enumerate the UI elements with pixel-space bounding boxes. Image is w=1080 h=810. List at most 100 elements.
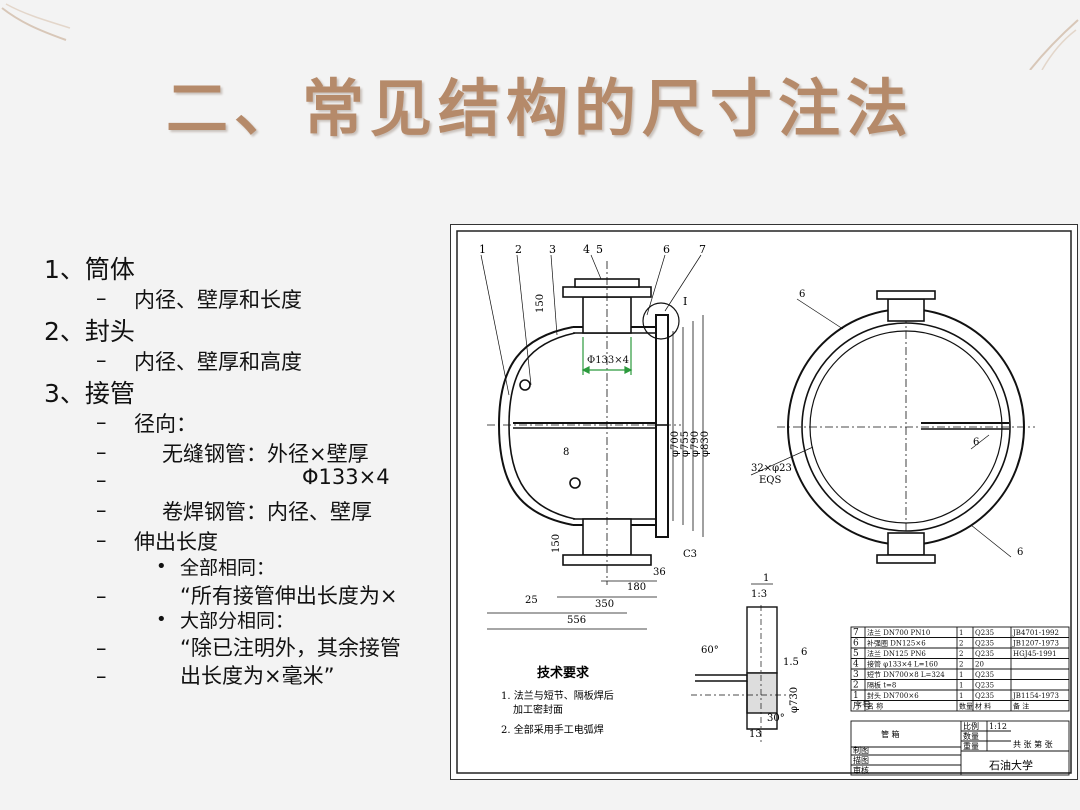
dash-marker: –	[96, 440, 107, 464]
dash-marker: –	[96, 498, 107, 522]
dash-marker: –	[96, 664, 107, 688]
leader-7: 7	[699, 243, 706, 256]
bom-cell: HGJ45-1991	[1013, 650, 1057, 658]
dash-marker: –	[96, 636, 107, 660]
bom-cell: 封头 DN700×6	[867, 691, 919, 700]
dim-150-bottom: 150	[551, 534, 562, 553]
dim-c3: C3	[683, 549, 697, 560]
outline-list: 1、筒体 – 内径、壁厚和长度 2、封头 – 内径、壁厚和高度 3、接管 – 径…	[44, 250, 454, 700]
leader-2: 2	[515, 243, 522, 256]
bom-cell: 6	[853, 639, 859, 649]
section-2-heading: 2、封头	[44, 317, 135, 346]
dash-marker: –	[96, 348, 107, 372]
section-3-heading: 3、接管	[44, 379, 135, 408]
bom-cell: 法兰 DN700 PN10	[867, 628, 930, 637]
tech-req-1: 1. 法兰与短节、隔板焊后	[501, 689, 614, 702]
dash-marker: –	[96, 468, 107, 492]
bom-cell: Q235	[975, 650, 994, 658]
tech-req-1b: 加工密封面	[513, 703, 563, 716]
section-1-item: 内径、壁厚和长度	[134, 288, 302, 312]
weld-label-top: 6	[799, 289, 805, 300]
dim-150-top: 150	[535, 294, 546, 313]
section-1-heading: 1、筒体	[44, 255, 135, 284]
dim-790: φ790	[690, 431, 701, 457]
bom-cell: 1	[959, 682, 963, 690]
mostly-same-note-cont: 出长度为×毫米”	[180, 664, 335, 688]
leader-4: 4	[583, 243, 590, 256]
dim-25: 25	[525, 595, 538, 606]
pipe-size-example: Φ133×4	[302, 465, 390, 489]
bom-cell: 接管 φ133×4 L=160	[867, 660, 938, 669]
bom-cell: 1	[853, 691, 859, 701]
bom-header-cell: 序号	[853, 700, 871, 712]
welded-pipe-line: 卷焊钢管：内径、壁厚	[162, 500, 372, 524]
bom-cell: 2	[959, 650, 963, 658]
bom-header-cell: 材 料	[975, 702, 991, 711]
tb-name: 管 箱	[881, 729, 900, 739]
bom-cell: 2	[959, 661, 963, 669]
bom-cell: 7	[853, 628, 859, 638]
leader-6: 6	[663, 243, 670, 256]
tb-draw: 制图	[853, 745, 869, 755]
dim-830: φ830	[700, 431, 711, 457]
detail-label: I	[683, 295, 687, 308]
tb-scale: 1:12	[989, 722, 1007, 731]
bom-header-cell: 备 注	[1013, 702, 1029, 711]
bom-cell: 2	[853, 681, 859, 691]
leader-5: 5	[596, 243, 603, 256]
all-same-line: 全部相同：	[180, 557, 276, 579]
dim-700: φ700	[670, 431, 681, 457]
dim-36: 36	[653, 567, 666, 578]
corner-decoration-left-icon	[1, 3, 71, 41]
section-2-item: 内径、壁厚和高度	[134, 350, 302, 374]
detail-view	[691, 605, 791, 745]
bom-cell: 3	[853, 670, 859, 680]
scale-top: 1	[763, 573, 769, 584]
bom-cell: 20	[975, 661, 984, 669]
tb-design: 描图	[853, 755, 869, 765]
dim-350: 350	[595, 599, 614, 610]
bom-cell: Q235	[975, 640, 994, 648]
bom-cell: Q235	[975, 692, 994, 700]
dim-180: 180	[627, 582, 646, 593]
bom-cell: 4	[853, 660, 859, 670]
pipe-dim-label: Φ133×4	[587, 355, 629, 366]
dim-1-5: 1.5	[783, 657, 799, 668]
leader-1: 1	[479, 243, 486, 256]
tb-check: 审核	[853, 765, 869, 775]
bom-cell: JB1207-1973	[1012, 640, 1059, 648]
bom-cell: 隔板 t=8	[867, 681, 896, 690]
slide-title: 二、常见结构的尺寸注法	[165, 72, 914, 145]
angle-60: 60°	[701, 645, 719, 656]
tb-scale-label: 比例	[963, 721, 979, 731]
bom-header-cell: 名 称	[867, 702, 883, 711]
dim-13: 13	[749, 729, 762, 740]
bom-cell: JB4701-1992	[1012, 629, 1059, 637]
dim-8: 8	[563, 447, 569, 458]
tb-qty-label: 数量	[963, 731, 979, 741]
section-3-radial: 径向：	[134, 412, 197, 436]
bom-cell: JB1154-1973	[1012, 692, 1059, 700]
extension-length-line: 伸出长度	[134, 530, 218, 554]
weld-label-bottom: 6	[1017, 547, 1023, 558]
bom-header-cell: 数量	[959, 702, 973, 711]
tb-sheet: 共 张 第 张	[1013, 739, 1053, 749]
side-view	[777, 290, 1035, 564]
mostly-same-note: “除已注明外，其余接管	[180, 636, 401, 660]
dash-marker: –	[96, 528, 107, 552]
front-view	[487, 261, 681, 585]
tech-req-2: 2. 全部采用手工电弧焊	[501, 723, 604, 736]
holes-label: 32×φ23	[751, 463, 792, 474]
dash-marker: –	[96, 410, 107, 434]
title-block	[850, 720, 1070, 776]
dim-556: 556	[567, 615, 586, 626]
bom-cell: Q235	[975, 682, 994, 690]
all-same-note: “所有接管伸出长度为×	[180, 584, 398, 608]
eqs-label: EQS	[759, 475, 781, 486]
bullet-marker: •	[156, 609, 167, 630]
bom-cell: Q235	[975, 629, 994, 637]
tb-school: 石油大学	[989, 758, 1033, 772]
dash-marker: –	[96, 584, 107, 608]
